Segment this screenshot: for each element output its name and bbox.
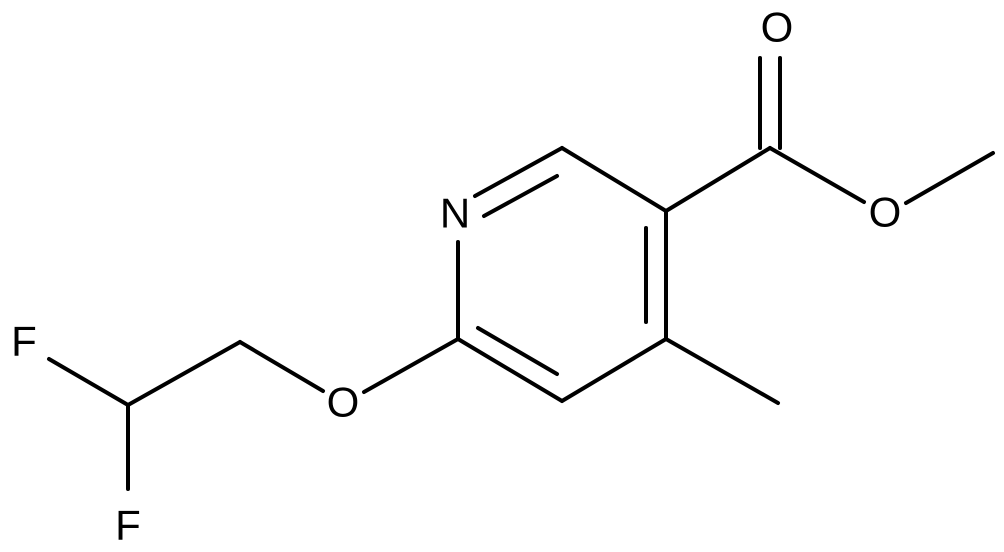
bond-o-ether-ch2 bbox=[238, 340, 325, 393]
atom-label-ether-oxygen: O bbox=[327, 379, 360, 426]
atom-label-ester-oxygen: O bbox=[869, 189, 902, 236]
bond-ch2-chf2 bbox=[126, 340, 242, 407]
bond-c6-o-ether bbox=[362, 337, 460, 394]
atom-label-fluorine-bottom: F bbox=[115, 502, 141, 549]
bond-carbonyl-c-o-ester bbox=[768, 146, 866, 204]
bond-c3-carbonyl-c bbox=[664, 146, 772, 213]
atom-label-nitrogen: N bbox=[440, 190, 470, 237]
atom-label-carbonyl-oxygen: O bbox=[761, 4, 794, 51]
bond-c5-c6 bbox=[456, 337, 564, 403]
bond-o-ester-methyl bbox=[904, 151, 995, 205]
bond-c4-c5 bbox=[560, 337, 668, 403]
bond-c2-c3 bbox=[560, 146, 668, 213]
atom-label-fluorine-top: F bbox=[11, 318, 37, 365]
bond-chf2-f-top bbox=[47, 357, 130, 407]
bond-n-c2-double bbox=[482, 174, 559, 218]
bond-n-c2 bbox=[473, 146, 564, 198]
bond-c5-c6-double bbox=[476, 326, 559, 376]
bond-c4-methyl bbox=[664, 337, 780, 405]
